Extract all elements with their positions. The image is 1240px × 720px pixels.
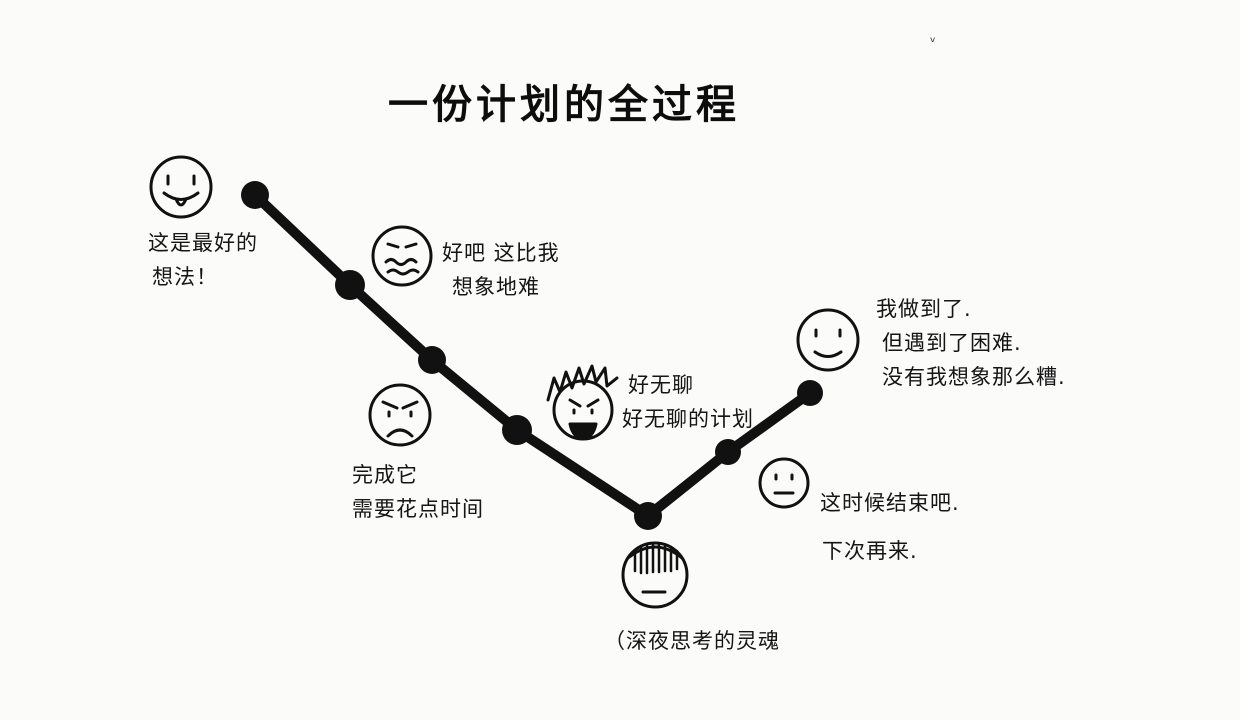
stage-2-label: 好吧 这比我 想象地难: [442, 241, 560, 299]
soul-face-icon: [621, 541, 689, 609]
trajectory-node-7: [797, 380, 823, 406]
very-happy-face-icon: [149, 155, 213, 219]
corner-mark: ᵥ: [930, 30, 936, 46]
diagram-title: 一份计划的全过程: [388, 82, 740, 128]
trajectory-node-1: [241, 181, 269, 209]
stage-7-label: 我做到了. 但遇到了困难. 没有我想象那么糟.: [876, 297, 1066, 389]
stage-6-label: 这时候结束吧. 下次再来.: [820, 491, 960, 563]
trajectory-node-6: [715, 439, 741, 465]
uneasy-face-icon: [371, 225, 433, 287]
trajectory-node-3: [418, 346, 446, 374]
stage-3-label: 完成它 需要花点时间: [352, 463, 484, 521]
smiling-face-icon: [796, 308, 860, 372]
stage-1-label: 这是最好的 想法！: [148, 231, 258, 289]
trajectory-node-5: [634, 502, 662, 530]
stage-5-label: （深夜思考的灵魂: [604, 629, 780, 653]
trajectory-node-2: [335, 270, 365, 300]
frowning-face-icon: [368, 383, 432, 447]
trajectory-node-4: [502, 415, 532, 445]
angry-face-icon: [546, 364, 619, 441]
stage-4-label: 好无聊 好无聊的计划: [622, 373, 754, 431]
neutral-face-icon: [758, 457, 810, 509]
